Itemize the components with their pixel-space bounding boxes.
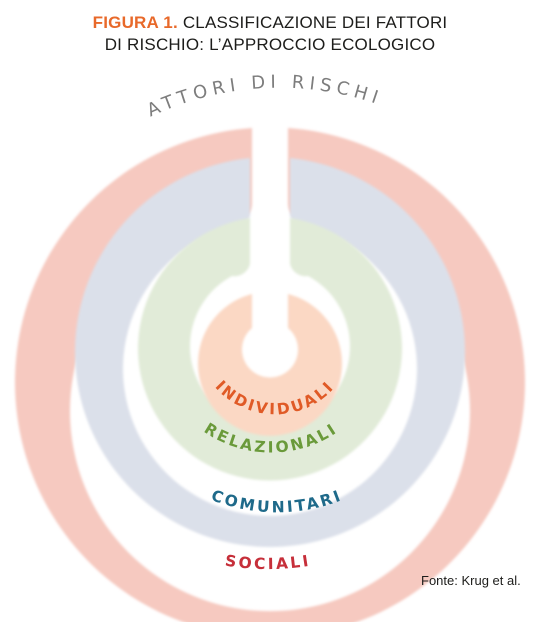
title-line-1: FIGURA 1. CLASSIFICAZIONE DEI FATTORI <box>0 12 540 34</box>
title-text-1: CLASSIFICAZIONE DEI FATTORI <box>182 13 448 32</box>
ring-relazionali <box>137 218 402 481</box>
ring-comunitari-shape <box>75 158 466 547</box>
label-sociali: SOCIALI <box>224 552 312 574</box>
source-note: Fonte: Krug et al. <box>421 573 521 588</box>
ring-comunitari <box>75 158 466 547</box>
ring-individuali <box>198 294 342 436</box>
title-line-2: DI RISCHIO: L’APPROCCIO ECOLOGICO <box>104 35 436 54</box>
figure-label: FIGURA 1. <box>92 13 178 32</box>
ring-individuali-shape <box>198 294 342 436</box>
top-label: FATTORI DI RISCHIO <box>0 0 385 121</box>
figure-title: FIGURA 1. CLASSIFICAZIONE DEI FATTORI DI… <box>0 12 540 56</box>
ring-relazionali-shape <box>137 218 402 481</box>
